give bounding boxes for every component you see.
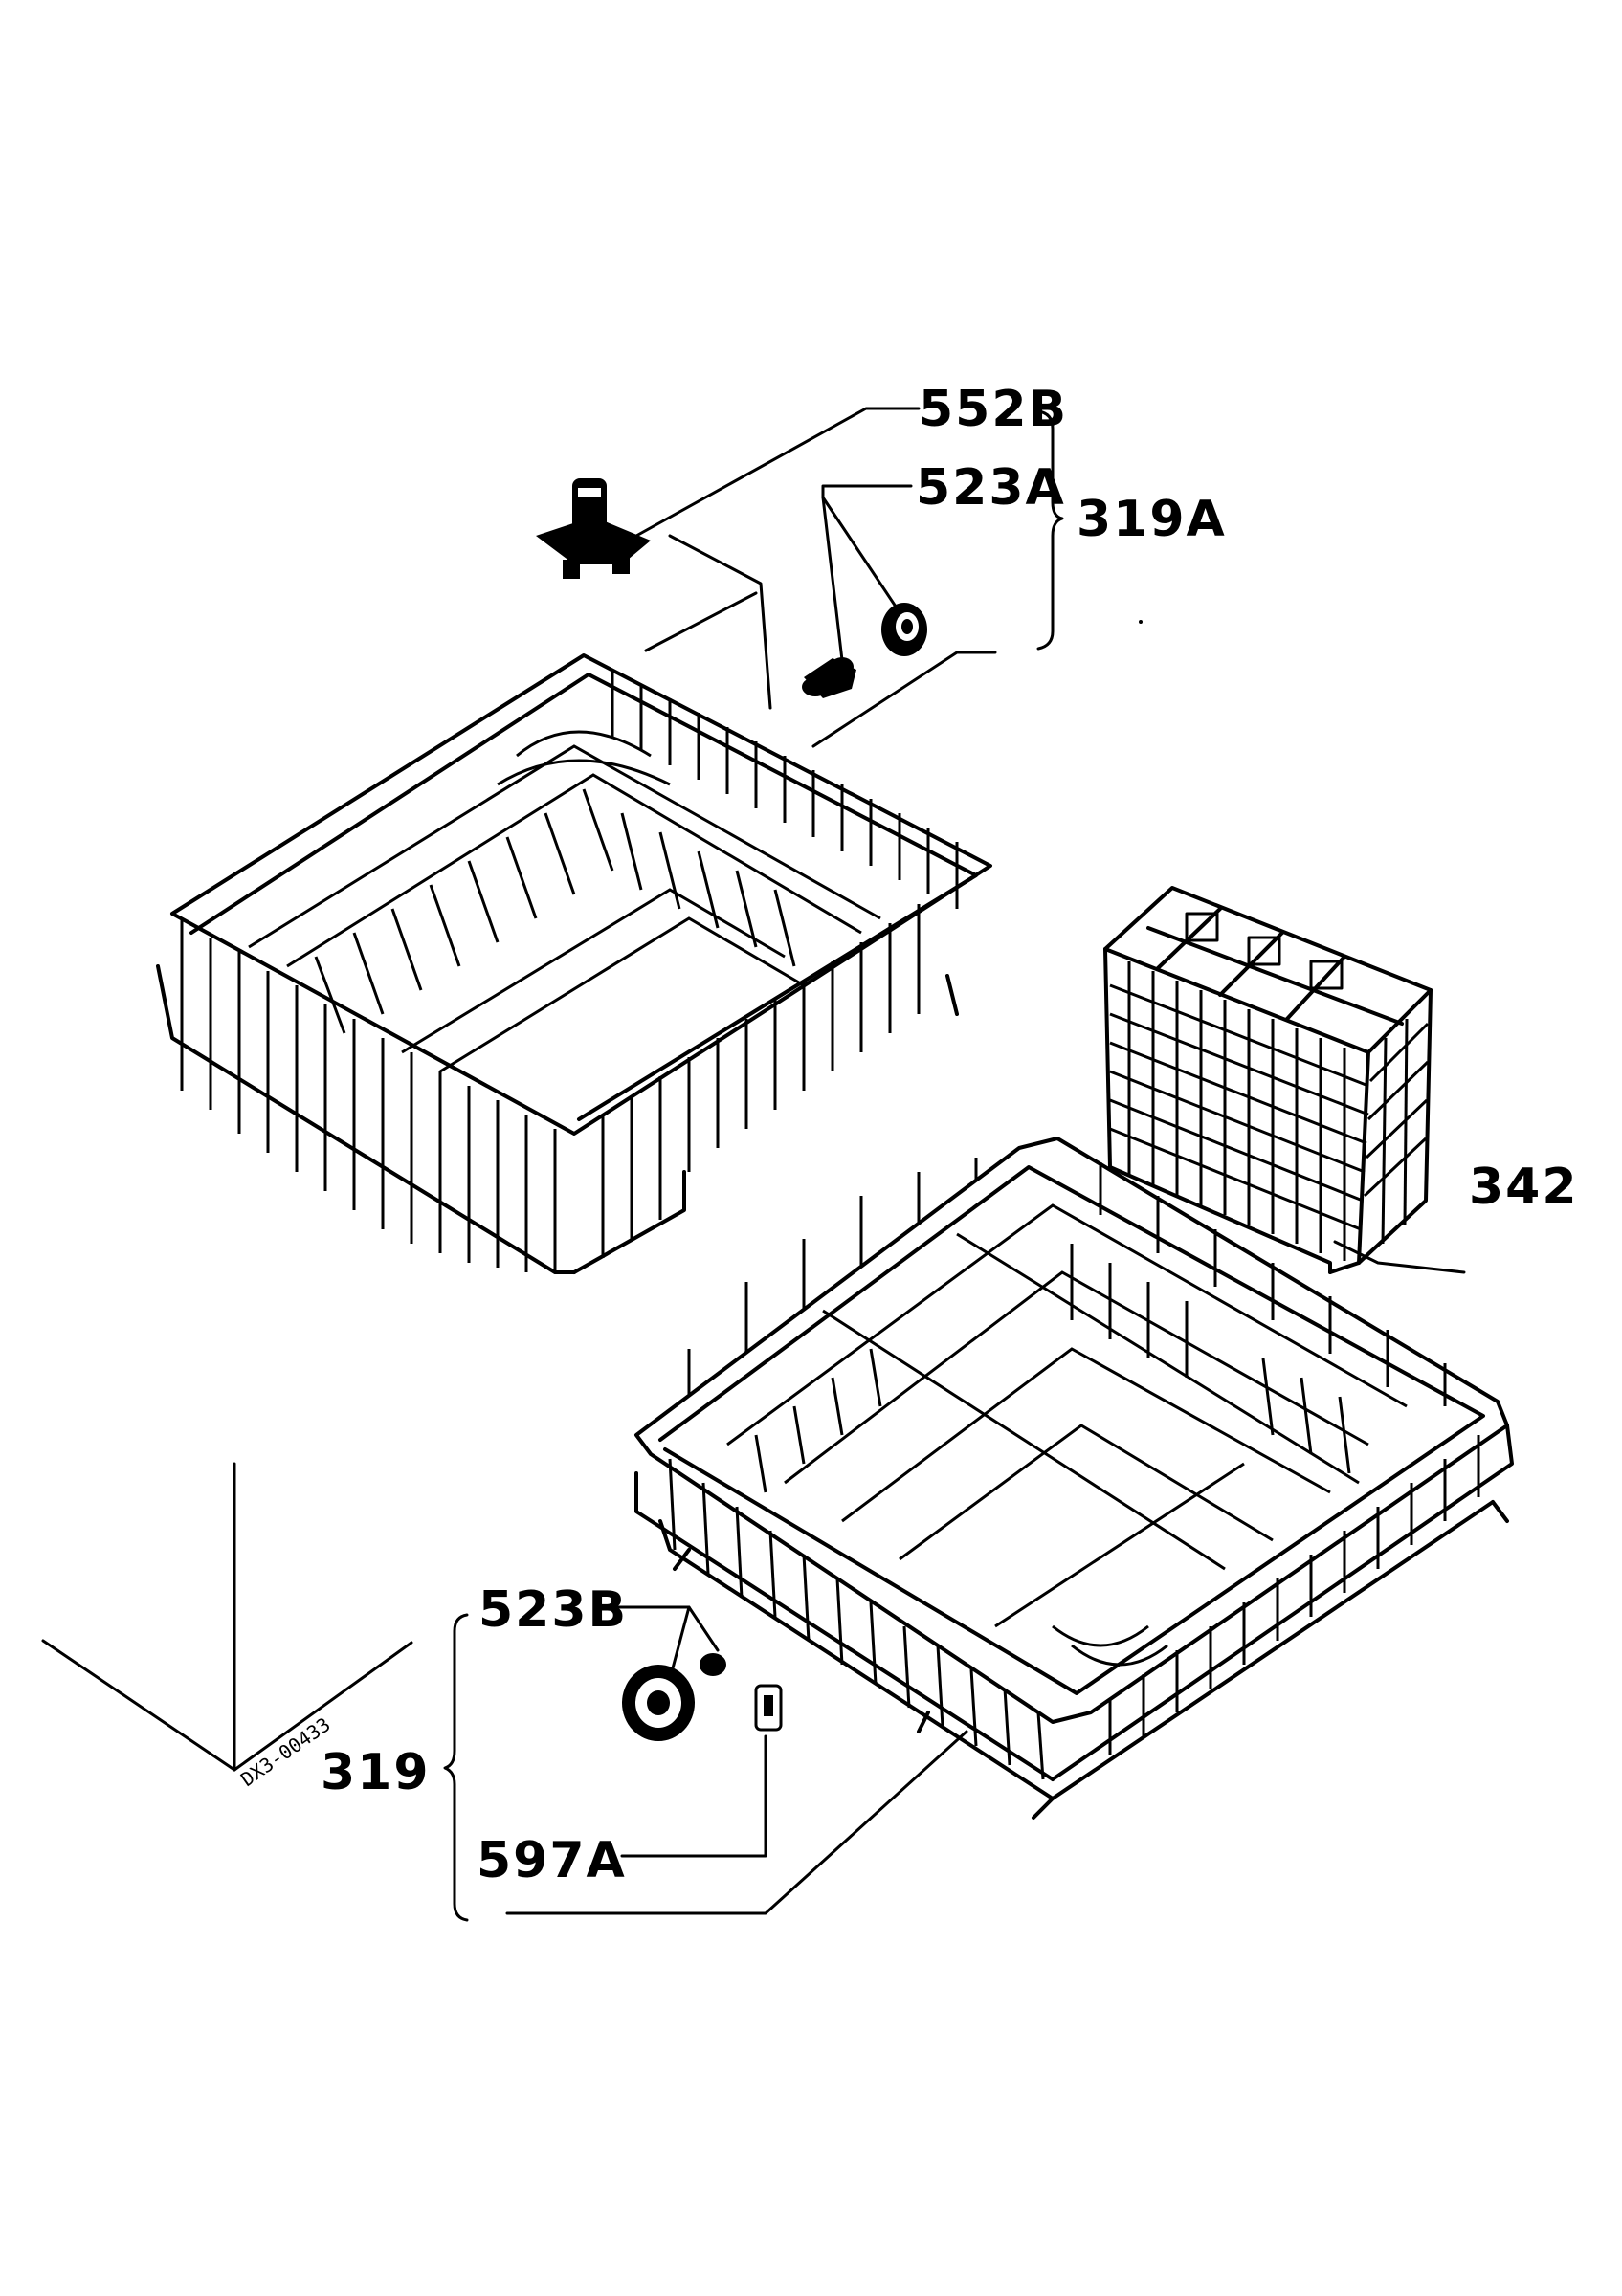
cutlery-basket [1103, 886, 1433, 1274]
wheel-part-lower [622, 1653, 726, 1741]
leader-342 [1333, 1240, 1466, 1274]
bracket-319 [443, 1613, 469, 1922]
leader-lines-lower [505, 1605, 968, 1915]
clip-part [754, 1684, 783, 1732]
lower-basket [634, 1137, 1514, 1820]
label-319a: 319A [1077, 491, 1227, 548]
label-342: 342 [1469, 1159, 1579, 1216]
rail-stop-part [536, 478, 651, 579]
reference-corner [41, 1462, 413, 1772]
label-523a: 523A [916, 459, 1066, 517]
label-552b: 552B [919, 381, 1068, 438]
bracket-319a [1036, 409, 1064, 651]
label-597a: 597A [477, 1832, 627, 1889]
leader-lines-upper [634, 407, 997, 748]
speck [1139, 620, 1143, 624]
upper-basket [156, 653, 992, 1274]
axle-pin-upper [802, 657, 856, 698]
wheel-part-upper [881, 603, 927, 656]
label-319: 319 [321, 1744, 431, 1801]
label-523b: 523B [478, 1581, 628, 1639]
